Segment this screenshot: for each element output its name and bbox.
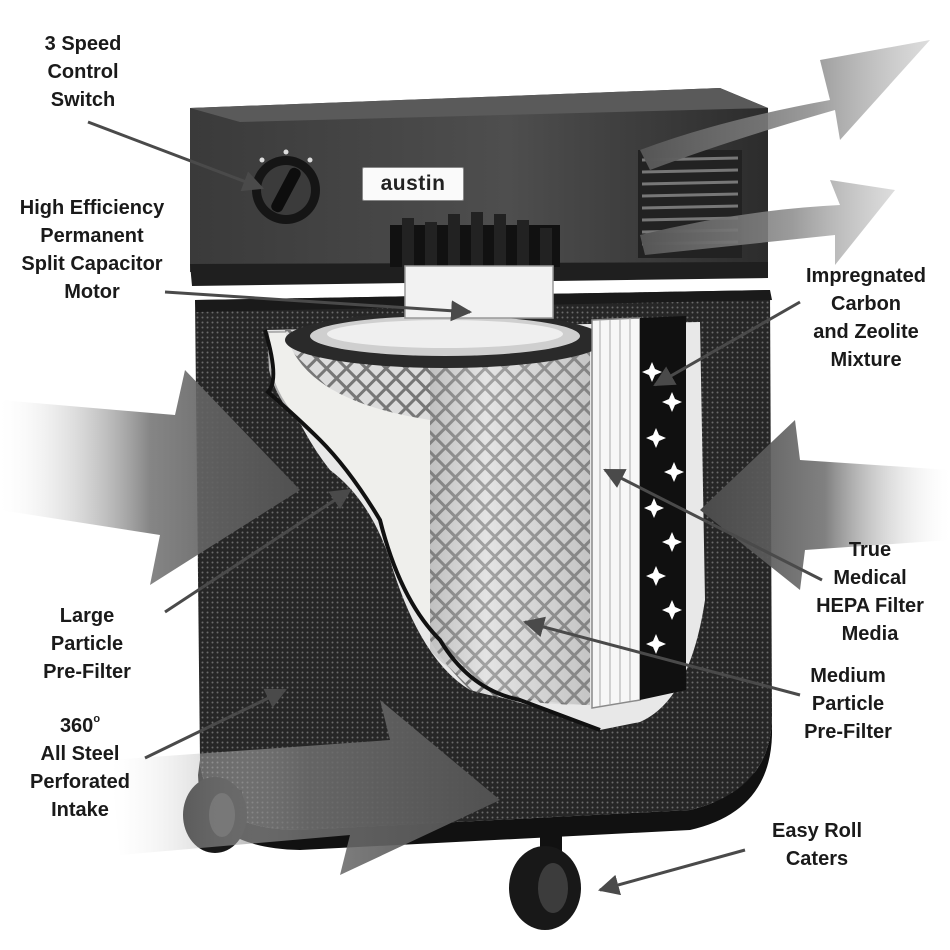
label-motor: High Efficiency Permanent Split Capacito…	[19, 197, 165, 303]
label-speed-switch: 3 Speed Control Switch	[44, 33, 122, 111]
speed-control-knob	[252, 149, 320, 224]
leader-casters	[597, 848, 746, 896]
airflow-arrows	[0, 40, 950, 875]
brand-label: austin	[362, 167, 464, 201]
label-large-prefilter: Large Particle Pre-Filter	[43, 605, 131, 683]
filter-cutaway	[263, 212, 705, 732]
intake-arrow-right	[700, 420, 950, 590]
degree-mark: o	[93, 713, 101, 725]
leader-speed-switch	[87, 120, 264, 192]
exhaust-arrow-middle	[640, 180, 895, 265]
leader-large-prefilter	[164, 488, 352, 614]
intake-arrow-bottom	[110, 700, 500, 875]
leader-medium-prefilter	[522, 616, 801, 697]
leader-intake	[144, 688, 287, 760]
motor-fan	[390, 212, 560, 319]
exhaust-arrow-top	[640, 40, 930, 170]
leader-motor	[164, 290, 473, 322]
intake-arrow-left	[0, 370, 300, 585]
caster-front-right	[509, 830, 581, 930]
carbon-zeolite-media	[640, 316, 686, 700]
label-carbon: Impregnated Carbon and Zeolite Mixture	[805, 265, 927, 371]
intake-degrees: 360	[59, 715, 94, 737]
leader-carbon	[653, 300, 801, 387]
leader-lines	[87, 120, 823, 896]
label-hepa: True Medical HEPA Filter Media	[816, 539, 924, 645]
label-medium-prefilter: Medium Particle Pre-Filter	[804, 665, 892, 743]
label-intake: 360o All Steel Perforated Intake	[29, 713, 131, 821]
label-casters: Easy Roll Caters	[771, 820, 863, 870]
leader-hepa	[603, 468, 823, 582]
